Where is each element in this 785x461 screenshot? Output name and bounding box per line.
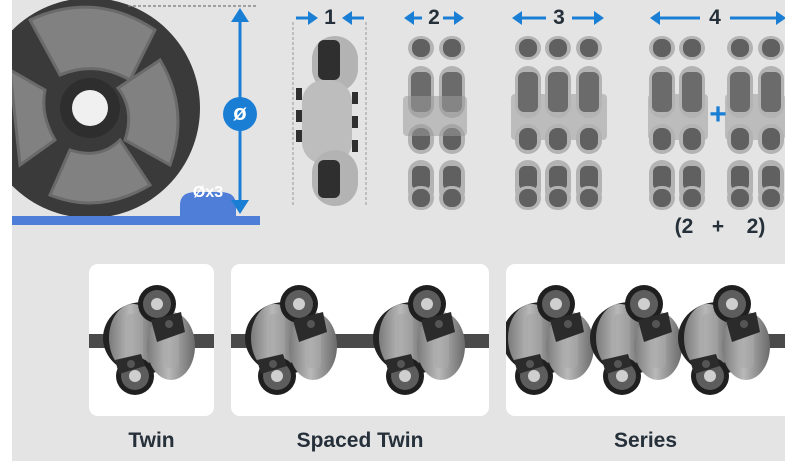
- config-4-icon: [648, 36, 785, 210]
- config-3-icon: [511, 36, 607, 210]
- twin-card: [89, 264, 214, 416]
- config-arrows: [296, 11, 785, 25]
- roller-diameter-label: Øx3: [192, 184, 224, 201]
- spaced-twin-card: [231, 264, 489, 416]
- config-count-1: 1: [324, 6, 336, 29]
- config-count-4: 4: [709, 6, 721, 29]
- ground-line: [12, 216, 260, 225]
- combo-open: (2: [674, 215, 694, 238]
- combine-plus: +: [709, 98, 727, 131]
- spaced-twin-label: Spaced Twin: [296, 429, 424, 452]
- large-omni-wheel: [12, 0, 200, 218]
- diameter-symbol: ø: [233, 100, 247, 125]
- roller-bump: [180, 192, 236, 218]
- diameter-badge: [223, 97, 257, 131]
- spaced-twin-image: [231, 285, 489, 395]
- series-image: [506, 285, 785, 395]
- combo-close: 2): [746, 215, 766, 238]
- config-1-icon: [292, 22, 367, 206]
- config-count-3: 3: [553, 6, 565, 29]
- diameter-arrow-bottom: [231, 200, 249, 214]
- combo-plus: +: [711, 215, 725, 238]
- config-2-icon: [403, 36, 467, 210]
- series-label: Series: [613, 429, 678, 452]
- series-card: [506, 264, 785, 416]
- twin-label: Twin: [128, 429, 175, 452]
- config-count-2: 2: [428, 6, 440, 29]
- twin-image: [89, 285, 214, 395]
- left-edge: [0, 0, 12, 461]
- diameter-arrow-top: [231, 8, 249, 22]
